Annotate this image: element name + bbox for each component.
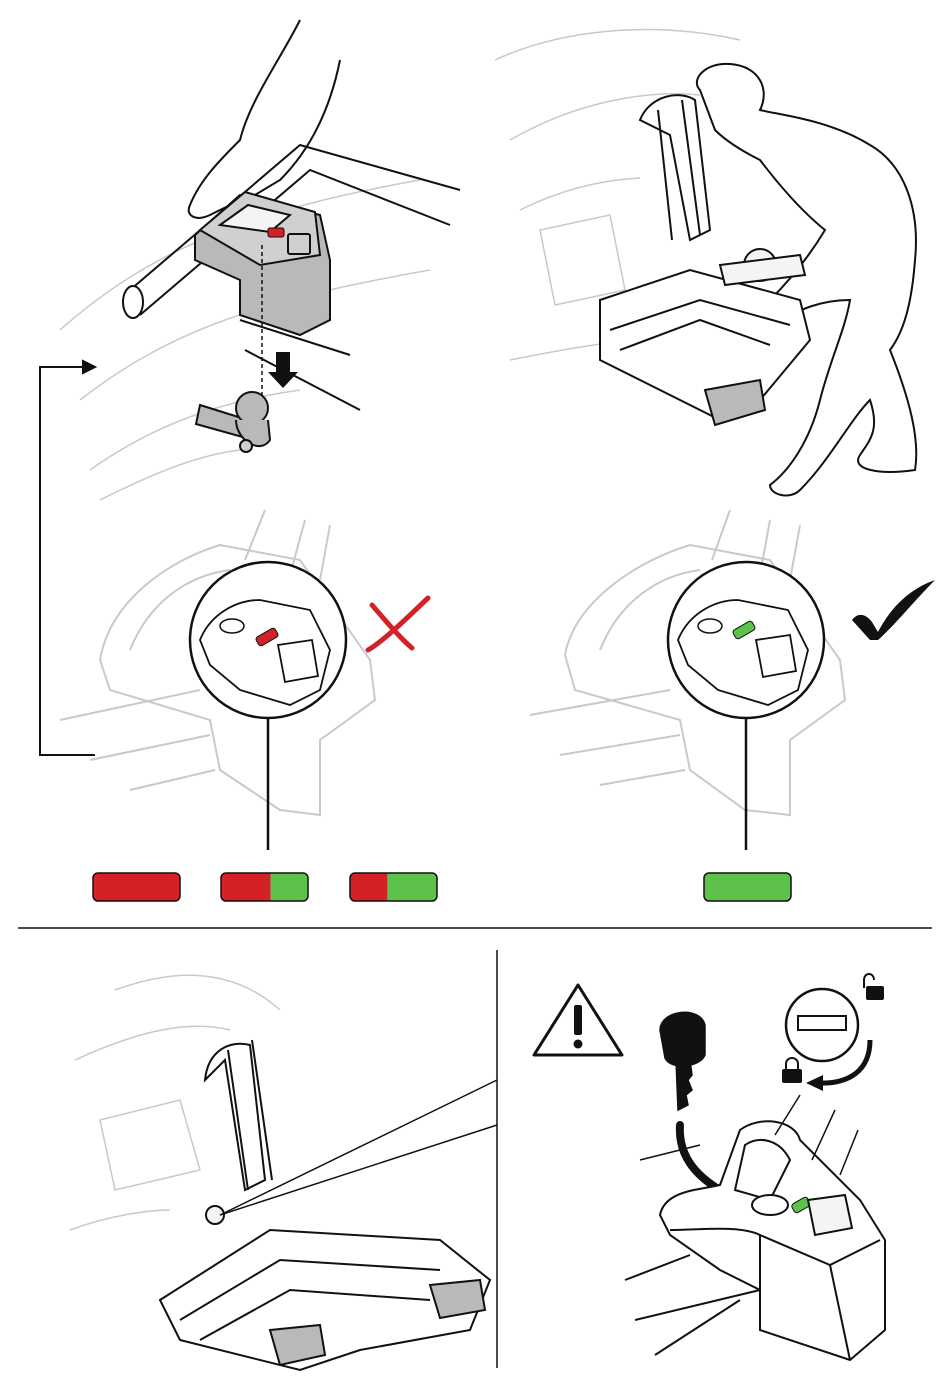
panel-indicator-correct xyxy=(530,510,935,901)
retry-arrow xyxy=(40,361,95,755)
indicator-bar-2 xyxy=(350,873,437,901)
indicator-state-correct xyxy=(704,873,791,901)
indicator-red-segment xyxy=(350,873,387,901)
magnifier-circle xyxy=(190,562,346,850)
indicator-states-incorrect xyxy=(93,873,437,901)
cross-icon xyxy=(368,598,428,650)
magnifier-circle xyxy=(668,562,824,850)
check-icon xyxy=(852,580,935,640)
panel-carrier-on-car xyxy=(495,30,916,496)
hand-outline xyxy=(189,20,340,218)
panel-carrier-mounted xyxy=(70,975,497,1370)
padlock-open-icon xyxy=(864,974,884,1000)
panel-lock-with-key xyxy=(534,974,885,1360)
towball xyxy=(196,392,270,452)
indicator-bar-3 xyxy=(704,873,791,901)
indicator-green-segment xyxy=(271,873,308,901)
bike-carrier-mounted xyxy=(160,1040,490,1370)
padlock-closed-icon xyxy=(782,1058,802,1083)
indicator-green-segment xyxy=(704,873,791,901)
key-icon xyxy=(660,1012,705,1110)
indicator-red-segment xyxy=(93,873,180,901)
indicator-green-segment xyxy=(387,873,437,901)
arrow-down-icon xyxy=(268,352,298,388)
insert-key-arrow xyxy=(680,1125,720,1190)
coupling-head-lock xyxy=(625,1121,885,1360)
indicator-bar-0 xyxy=(93,873,180,901)
warning-triangle-icon xyxy=(534,985,622,1055)
indicator-bar-1 xyxy=(221,873,308,901)
panel-indicator-incorrect xyxy=(60,510,437,901)
panel-mount-on-towball xyxy=(60,20,460,500)
indicator-red-segment xyxy=(221,873,271,901)
